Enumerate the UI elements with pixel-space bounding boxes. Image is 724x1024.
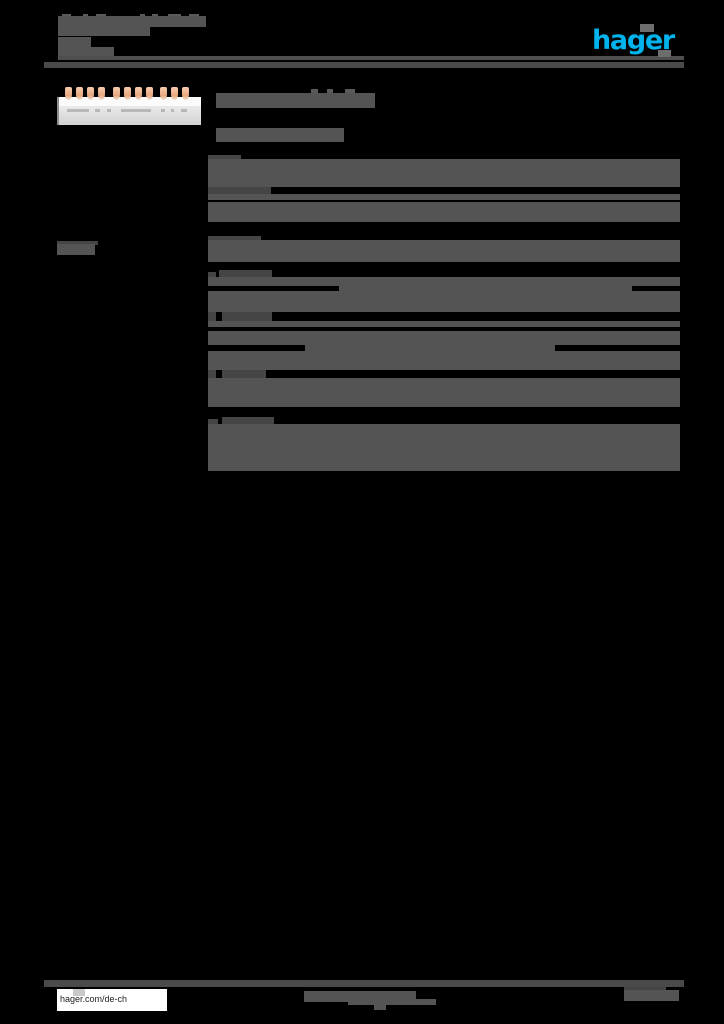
header-subtitle (58, 56, 684, 60)
spec-row (208, 378, 680, 387)
footer-center-subtext (348, 999, 436, 1005)
header-title-line-4 (58, 47, 114, 57)
spec-row-value (627, 246, 680, 250)
busbar-pin (171, 87, 178, 100)
busbar-pin (146, 87, 153, 100)
header-title-line-2 (58, 26, 150, 36)
main-heading-fragment (311, 89, 318, 93)
hager-logo-wordmark: hager (592, 25, 675, 56)
spec-row-label (208, 312, 216, 321)
product-marking (95, 109, 100, 112)
header-title-line-1 (58, 16, 206, 27)
logo-redaction-swatch (640, 24, 654, 32)
product-marking (171, 109, 174, 112)
product-marking (181, 109, 187, 112)
spec-row (208, 432, 680, 471)
spec-row (208, 202, 680, 222)
spec-row (208, 159, 680, 187)
busbar-pin (124, 87, 131, 100)
product-image (57, 87, 201, 125)
spec-row (208, 240, 680, 262)
busbar-pin (113, 87, 120, 100)
footer-center-text (304, 991, 416, 1002)
spec-row (208, 387, 680, 407)
logo-redaction-swatch (658, 50, 671, 57)
spec-row-label (222, 417, 274, 424)
footer-right-text (624, 990, 679, 1001)
busbar-pin (76, 87, 83, 100)
spec-row (208, 331, 680, 345)
product-marking (107, 109, 111, 112)
sidebar-caption-accent (57, 241, 98, 245)
main-heading-fragment (345, 89, 355, 93)
spec-row-value (305, 345, 555, 351)
footer-url-highlight (73, 989, 85, 996)
spec-row-value (339, 286, 632, 291)
product-image-highlight (59, 97, 201, 106)
spec-row (208, 321, 680, 327)
busbar-pin (160, 87, 167, 100)
product-marking (161, 109, 165, 112)
spec-row (208, 194, 680, 200)
footer-page-number (374, 1005, 386, 1010)
spec-row (208, 424, 680, 432)
main-heading-fragment (327, 89, 333, 93)
busbar-pin (65, 87, 72, 100)
busbar-pin (182, 87, 189, 100)
spec-row-label (208, 236, 261, 240)
spec-row-label (208, 155, 241, 159)
hager-logo: hager (592, 24, 684, 58)
spec-row-label (208, 370, 216, 378)
product-marking (67, 109, 89, 112)
spec-row-label (219, 270, 272, 277)
footer-divider (44, 980, 684, 987)
spec-row (208, 351, 680, 370)
spec-row (208, 277, 680, 286)
busbar-pin (135, 87, 142, 100)
spec-row-label (208, 272, 216, 277)
footer-right-accent (624, 987, 666, 991)
main-heading (216, 93, 375, 108)
main-subheading (216, 128, 344, 142)
product-marking (121, 109, 151, 112)
header-title-line-3 (58, 37, 91, 47)
spec-row-label (208, 419, 218, 424)
footer-url-link[interactable]: hager.com/de-ch (60, 994, 128, 1004)
header-divider (44, 62, 684, 68)
busbar-pin (87, 87, 94, 100)
product-image-markings (65, 109, 197, 113)
spec-row (208, 291, 680, 312)
spec-row-label (222, 312, 272, 321)
busbar-pin (98, 87, 105, 100)
spec-row-label (222, 370, 266, 378)
sidebar-caption (57, 244, 95, 255)
spec-row-label (208, 187, 271, 194)
